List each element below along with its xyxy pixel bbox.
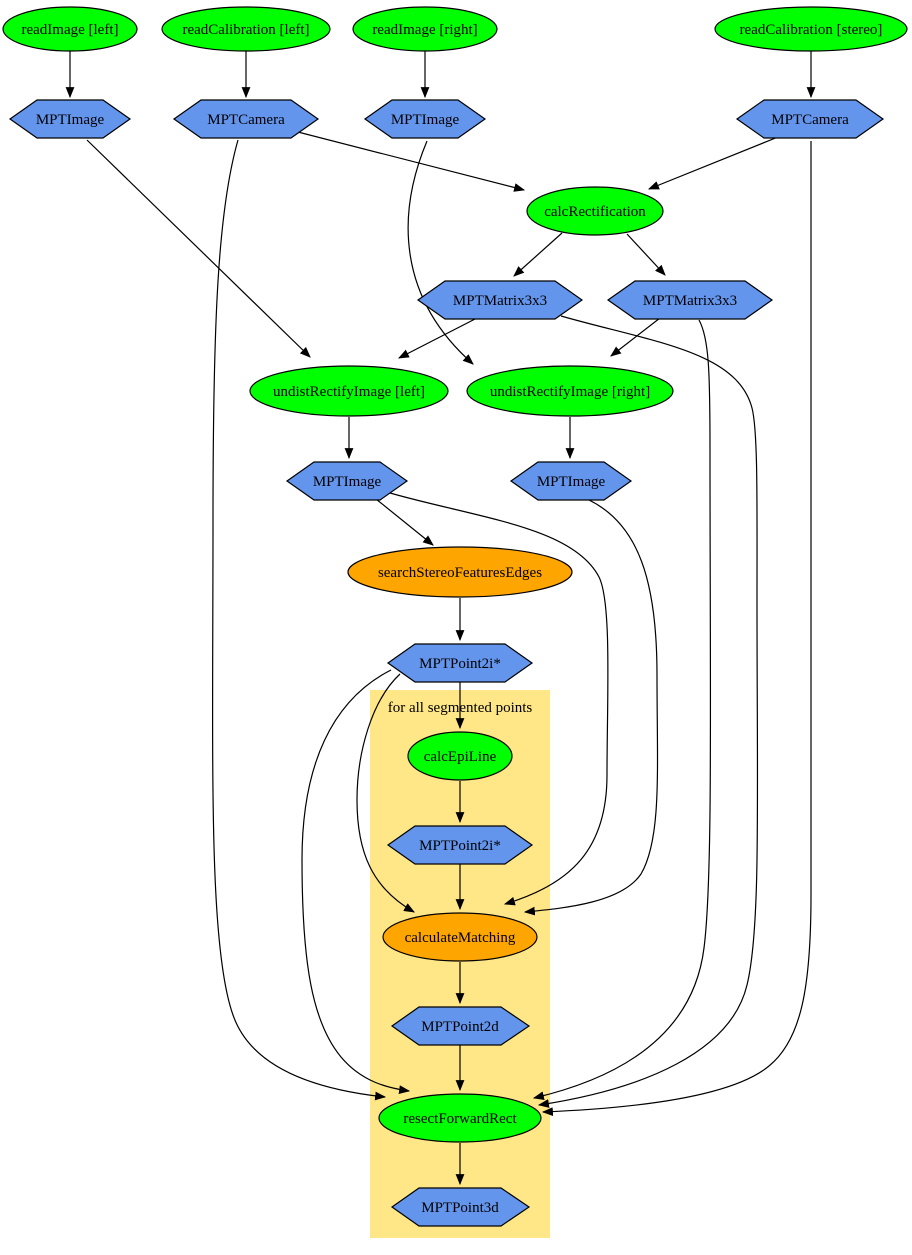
- node-mptmatrix-left-label: MPTMatrix3x3: [453, 293, 547, 309]
- node-mptmatrix-right: MPTMatrix3x3: [606, 280, 774, 320]
- edge-mptpoint2i-seg-to-resectforwardrect: [301, 669, 411, 1094]
- node-calculatematching: calculateMatching: [382, 912, 538, 962]
- edge-mptimage-rect-right-to-calculatematching: [523, 499, 659, 916]
- edge-mptcamera-stereo-to-calcrectification: [647, 136, 779, 190]
- node-readimage-right: readImage [right]: [352, 6, 498, 52]
- node-searchstereo: searchStereoFeaturesEdges: [347, 546, 573, 598]
- node-calcepiline: calcEpiLine: [407, 731, 513, 781]
- edge-mptimage-rect-left-to-calculatematching: [389, 492, 609, 906]
- edges: [65, 51, 816, 1186]
- edge-mptcamera-stereo-to-resectforwardrect: [541, 141, 812, 1116]
- node-calculatematching-label: calculateMatching: [405, 930, 516, 946]
- node-mptpoint2d: MPTPoint2d: [390, 1006, 531, 1046]
- edge-mptmatrix-right-to-resectforwardrect: [532, 319, 712, 1101]
- edge-mptmatrix-left-to-resectforwardrect: [537, 315, 759, 1108]
- node-undistrectify-left-label: undistRectifyImage [left]: [273, 384, 425, 400]
- edge-mptmatrix-left-to-undistrectify-left: [398, 317, 478, 359]
- node-resectforwardrect-label: resectForwardRect: [403, 1111, 517, 1127]
- node-mptimage-left-label: MPTImage: [36, 112, 105, 128]
- node-calcrectification-label: calcRectification: [544, 204, 646, 220]
- node-mptimage-right-label: MPTImage: [391, 112, 460, 128]
- node-undistrectify-right-label: undistRectifyImage [right]: [490, 384, 650, 400]
- node-undistrectify-right: undistRectifyImage [right]: [466, 365, 674, 417]
- node-mptpoint2d-label: MPTPoint2d: [421, 1019, 499, 1035]
- node-readcalibration-left-label: readCalibration [left]: [182, 22, 309, 38]
- node-mptimage-left: MPTImage: [8, 99, 132, 139]
- edge-mptmatrix-right-to-undistrectify-right: [610, 317, 661, 357]
- node-readcalibration-stereo: readCalibration [stereo]: [714, 6, 908, 52]
- node-mptimage-rect-right: MPTImage: [509, 461, 633, 501]
- edge-mptcamera-left-to-calcrectification: [293, 130, 526, 192]
- node-mptcamera-left-label: MPTCamera: [207, 112, 285, 128]
- node-mptpoint2i-epi: MPTPoint2i*: [386, 825, 534, 865]
- node-mptpoint3d: MPTPoint3d: [390, 1187, 531, 1227]
- node-readimage-left-label: readImage [left]: [21, 22, 118, 38]
- edge-mptimage-left-to-undistrectify-left: [86, 139, 311, 358]
- node-readcalibration-stereo-label: readCalibration [stereo]: [740, 22, 883, 38]
- node-undistrectify-left: undistRectifyImage [left]: [249, 365, 449, 417]
- node-calcepiline-label: calcEpiLine: [424, 749, 497, 765]
- node-mptpoint2i-seg: MPTPoint2i*: [386, 643, 534, 683]
- node-mptcamera-stereo-label: MPTCamera: [771, 112, 849, 128]
- node-mptimage-rect-left: MPTImage: [285, 461, 409, 501]
- node-mptimage-rect-right-label: MPTImage: [537, 474, 606, 490]
- node-mptpoint2i-epi-label: MPTPoint2i*: [419, 838, 501, 854]
- node-mptcamera-stereo: MPTCamera: [735, 99, 885, 139]
- node-mptpoint3d-label: MPTPoint3d: [421, 1200, 499, 1216]
- node-readimage-right-label: readImage [right]: [372, 22, 477, 38]
- node-mptmatrix-right-label: MPTMatrix3x3: [643, 293, 737, 309]
- edge-mptimage-right-to-undistrectify-right: [407, 140, 474, 365]
- node-mptcamera-left: MPTCamera: [172, 99, 320, 139]
- node-calcrectification: calcRectification: [526, 186, 664, 236]
- edge-calcrectification-to-mptmatrix-right: [626, 233, 666, 276]
- node-resectforwardrect: resectForwardRect: [378, 1093, 542, 1143]
- edge-mptpoint2i-seg-to-calculatematching: [356, 673, 415, 913]
- node-mptimage-right: MPTImage: [363, 99, 487, 139]
- node-mptmatrix-left: MPTMatrix3x3: [416, 280, 584, 320]
- edge-mptimage-rect-left-to-searchstereo: [375, 498, 434, 546]
- nodes: readImage [left] readCalibration [left] …: [2, 6, 908, 1227]
- node-readcalibration-left: readCalibration [left]: [161, 6, 331, 52]
- node-mptpoint2i-seg-label: MPTPoint2i*: [419, 656, 501, 672]
- edge-calcrectification-to-mptmatrix-left: [513, 232, 563, 277]
- node-mptimage-rect-left-label: MPTImage: [313, 474, 382, 490]
- node-readimage-left: readImage [left]: [2, 6, 138, 52]
- node-searchstereo-label: searchStereoFeaturesEdges: [378, 565, 542, 581]
- edge-mptcamera-left-to-resectforwardrect: [211, 139, 387, 1101]
